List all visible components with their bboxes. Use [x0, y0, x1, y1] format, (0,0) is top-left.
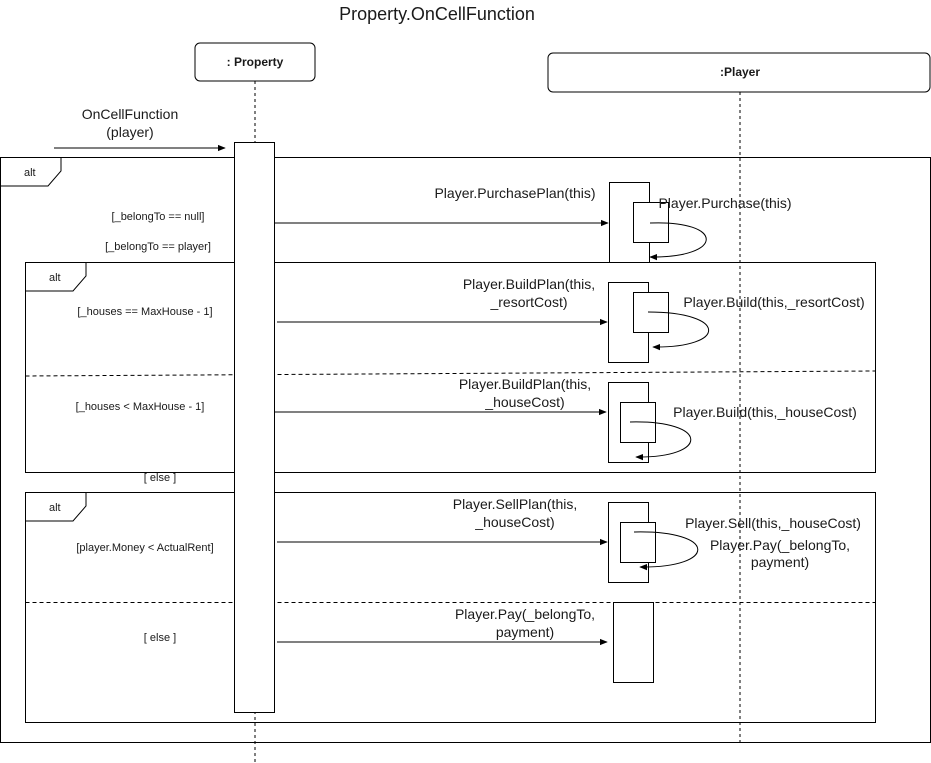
sell-plan-label-2: _houseCost)	[474, 514, 554, 530]
inner-alt-frame-1: alt	[25, 262, 876, 473]
pay-inner-label-2: payment)	[751, 554, 809, 570]
incoming-message-label-1: OnCellFunction	[82, 106, 179, 122]
build-resort-label: Player.Build(this,_resortCost)	[683, 294, 864, 310]
build-house-label: Player.Build(this,_houseCost)	[673, 404, 857, 420]
incoming-message-label-2: (player)	[106, 124, 153, 140]
guard-houses-less: [_houses < MaxHouse - 1]	[76, 401, 205, 413]
pay-activation	[613, 602, 654, 683]
guard-belongto-null: [_belongTo == null]	[112, 211, 205, 223]
build-resort-self-arrow	[647, 311, 710, 351]
player-lifeline-label: :Player	[720, 65, 760, 79]
sell-self-arrow	[633, 531, 699, 571]
pay-label-1: Player.Pay(_belongTo,	[455, 606, 595, 622]
guard-belongto-player: [_belongTo == player]	[105, 241, 211, 253]
sell-label: Player.Sell(this,_houseCost)	[685, 515, 861, 531]
guard-player-money: [player.Money < ActualRent]	[76, 542, 213, 554]
property-lifeline-header[interactable]: : Property	[194, 42, 316, 82]
player-lifeline-header[interactable]: :Player	[547, 52, 931, 93]
inner-alt-frame-2: alt	[25, 492, 876, 723]
sell-activation	[620, 522, 656, 563]
guard-houses-equal: [_houses == MaxHouse - 1]	[77, 306, 212, 318]
build-house-self-arrow	[629, 421, 692, 461]
sell-plan-label-1: Player.SellPlan(this,	[453, 496, 578, 512]
build-plan-resort-label-2: _resortCost)	[489, 294, 567, 310]
inner-alt-2-label: alt	[49, 502, 61, 514]
inner-alt-1-label: alt	[49, 272, 61, 284]
guard-else-outer: [ else ]	[144, 472, 176, 484]
build-plan-resort-label-1: Player.BuildPlan(this,	[463, 276, 595, 292]
outer-alt-label: alt	[24, 167, 36, 179]
pay-label-2: payment)	[496, 624, 554, 640]
purchase-plan-label: Player.PurchasePlan(this)	[434, 185, 595, 201]
pay-inner-label-1: Player.Pay(_belongTo,	[710, 537, 850, 553]
property-lifeline-label: : Property	[227, 55, 284, 69]
property-activation-bar	[234, 142, 275, 713]
build-plan-house-label-1: Player.BuildPlan(this,	[459, 376, 591, 392]
purchase-self-arrow	[649, 222, 707, 261]
purchase-label: Player.Purchase(this)	[658, 195, 791, 211]
diagram-title: Property.OnCellFunction	[339, 4, 535, 24]
guard-else-inner: [ else ]	[144, 632, 176, 644]
build-plan-house-label-2: _houseCost)	[484, 394, 564, 410]
inner-alt-1-divider	[25, 370, 876, 377]
